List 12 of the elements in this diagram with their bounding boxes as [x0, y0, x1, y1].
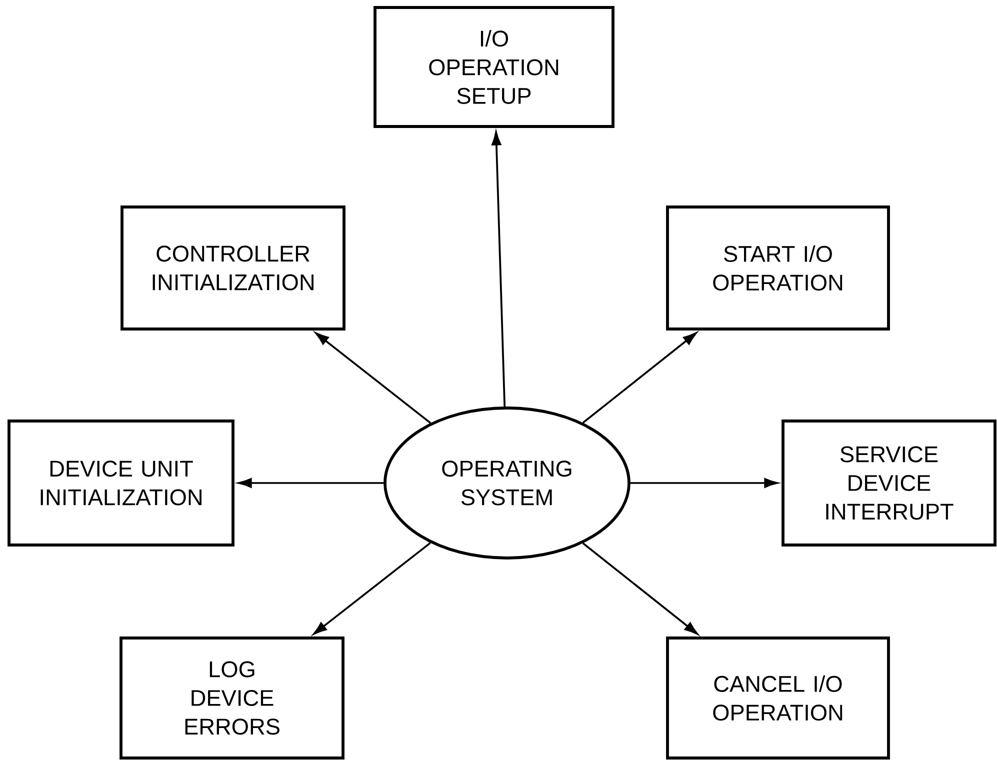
- process-box: SERVICE DEVICE INTERRUPT: [782, 420, 996, 546]
- process-box: I/O OPERATION SETUP: [374, 6, 614, 128]
- ellipse-node: OPERATING SYSTEM: [384, 406, 630, 560]
- process-box: DEVICE UNIT INITIALIZATION: [8, 420, 234, 546]
- process-box: CANCEL I/O OPERATION: [666, 636, 890, 760]
- arrow: [315, 332, 432, 424]
- arrow: [582, 542, 698, 635]
- process-box: START I/O OPERATION: [666, 206, 890, 330]
- process-box: LOG DEVICE ERRORS: [120, 636, 344, 760]
- arrow: [313, 542, 431, 635]
- arrow: [582, 332, 697, 424]
- process-box: CONTROLLER INITIALIZATION: [120, 206, 346, 330]
